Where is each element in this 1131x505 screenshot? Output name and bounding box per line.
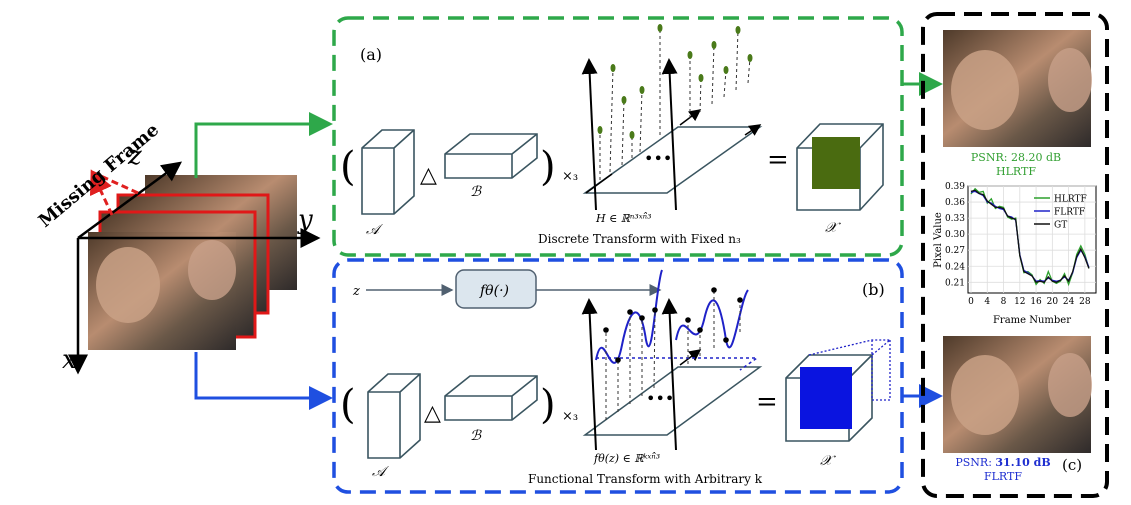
panel-a-frame bbox=[332, 16, 904, 257]
hlrtf-method: HLRTF bbox=[996, 165, 1036, 178]
legend-label-gt: GT bbox=[1054, 221, 1067, 231]
panel-a-paren-close: ) bbox=[540, 144, 556, 190]
factor-a-label: 𝒜 bbox=[366, 222, 383, 238]
xtick-label: 28 bbox=[1079, 297, 1091, 307]
arrow-to-panel-a bbox=[194, 112, 333, 178]
hlrtf-child-face bbox=[951, 50, 1019, 130]
factor-a-label-b: 𝒜 bbox=[372, 464, 389, 480]
panel-a-paren-open: ( bbox=[340, 144, 356, 190]
xtick-label: 20 bbox=[1047, 297, 1059, 307]
panel-a-result-tensor bbox=[796, 123, 884, 211]
xtick-label: 4 bbox=[984, 297, 990, 307]
child-face-right bbox=[188, 240, 236, 300]
flrtf-psnr: PSNR: 31.10 dB bbox=[955, 456, 1050, 469]
factor-a-box bbox=[361, 129, 415, 215]
panel-b-triangle: △ bbox=[424, 401, 441, 426]
ytick-label: 0.39 bbox=[945, 182, 965, 192]
factor-b-box bbox=[444, 133, 538, 179]
factor-b-label: ℬ bbox=[470, 184, 482, 200]
axis-x-label: x bbox=[62, 345, 77, 375]
panel-b-result-label: 𝒳 bbox=[820, 453, 836, 469]
flrtf-child-face-2 bbox=[1048, 353, 1092, 417]
video-frames-stack bbox=[88, 175, 297, 350]
chart-xlabel: Frame Number bbox=[993, 315, 1071, 326]
axis-z-label: z bbox=[127, 141, 142, 171]
ytick-label: 0.24 bbox=[945, 262, 965, 272]
panel-a-tag: (a) bbox=[360, 45, 382, 64]
panel-b-result-fill bbox=[800, 367, 852, 429]
xtick-label: 16 bbox=[1030, 297, 1042, 307]
panel-b-tag: (b) bbox=[862, 280, 885, 299]
ytick-label: 0.27 bbox=[945, 246, 965, 256]
xtick-label: 12 bbox=[1014, 297, 1025, 307]
series-line-hlrtf bbox=[970, 187, 1090, 287]
legend-label-hlrtf: HLRTF bbox=[1054, 195, 1087, 205]
ytick-label: 0.36 bbox=[945, 198, 965, 208]
axis-y-label: y bbox=[297, 205, 313, 235]
ytick-label: 0.21 bbox=[945, 278, 965, 288]
flrtf-method: FLRTF bbox=[984, 470, 1022, 483]
chart-legend: HLRTF FLRTF GT bbox=[1034, 195, 1087, 231]
missing-frame-arrow-2 bbox=[91, 170, 139, 195]
hlrtf-child-face-2 bbox=[1048, 48, 1092, 112]
panel-b-frame bbox=[332, 258, 904, 494]
panel-b-paren-close: ) bbox=[540, 382, 556, 428]
ytick-label: 0.30 bbox=[945, 230, 965, 240]
panel-a-result-fill bbox=[812, 137, 860, 189]
panel-b-matrix-label: fθ(z) ∈ ℝᵏˣⁿ̂³ bbox=[593, 452, 660, 465]
panel-c-frame bbox=[921, 12, 1109, 498]
factor-b-box-b bbox=[444, 375, 538, 421]
hlrtf-psnr: PSNR: 28.20 dB bbox=[971, 151, 1061, 164]
panel-a-matrix-plane bbox=[581, 24, 763, 211]
series-line-gt bbox=[970, 189, 1090, 284]
panel-c-tag: (c) bbox=[1062, 456, 1082, 474]
panel-a-equals: = bbox=[767, 145, 789, 175]
panel-b-result-tensor bbox=[785, 339, 892, 442]
chart-grid bbox=[968, 185, 1096, 293]
panel-a-caption: Discrete Transform with Fixed n₃ bbox=[538, 232, 741, 246]
factor-b-label-b: ℬ bbox=[470, 428, 482, 444]
panel-b-equals: = bbox=[756, 387, 778, 417]
missing-frame-arrow-1 bbox=[89, 169, 114, 216]
panel-a-matrix-label: H ∈ ℝⁿ³ˣⁿ̂³ bbox=[595, 212, 652, 225]
axes-3d bbox=[68, 161, 321, 375]
factor-a-box-b bbox=[367, 373, 421, 459]
panel-a-triangle: △ bbox=[420, 163, 437, 188]
panel-b-ellipsis: ••• bbox=[646, 389, 674, 408]
panel-a-result-label: 𝒳 bbox=[825, 220, 841, 236]
arrow-to-panel-b bbox=[194, 352, 333, 410]
panel-a-times3: ×₃ bbox=[562, 169, 578, 184]
chart-series-group bbox=[970, 187, 1090, 287]
panel-a-ellipsis: ••• bbox=[644, 149, 672, 168]
func-box-label: fθ(·) bbox=[479, 283, 509, 299]
panel-b-paren-open: ( bbox=[340, 382, 356, 428]
ytick-label: 0.33 bbox=[945, 214, 965, 224]
panel-b-times3: ×₃ bbox=[562, 409, 578, 424]
xtick-label: 8 bbox=[1001, 297, 1007, 307]
panel-b-input-z: z bbox=[352, 284, 360, 299]
legend-label-flrtf: FLRTF bbox=[1054, 208, 1085, 218]
panel-b-matrix-plane bbox=[581, 269, 763, 451]
chart-ylabel: Pixel Value bbox=[933, 212, 944, 268]
panel-b-caption: Functional Transform with Arbitrary k bbox=[528, 472, 763, 486]
xtick-label: 24 bbox=[1063, 297, 1075, 307]
xtick-label: 0 bbox=[968, 297, 974, 307]
func-box bbox=[455, 269, 537, 309]
flrtf-child-face bbox=[951, 355, 1019, 435]
child-face-left bbox=[96, 247, 160, 323]
axis-z-arrow bbox=[77, 161, 183, 240]
